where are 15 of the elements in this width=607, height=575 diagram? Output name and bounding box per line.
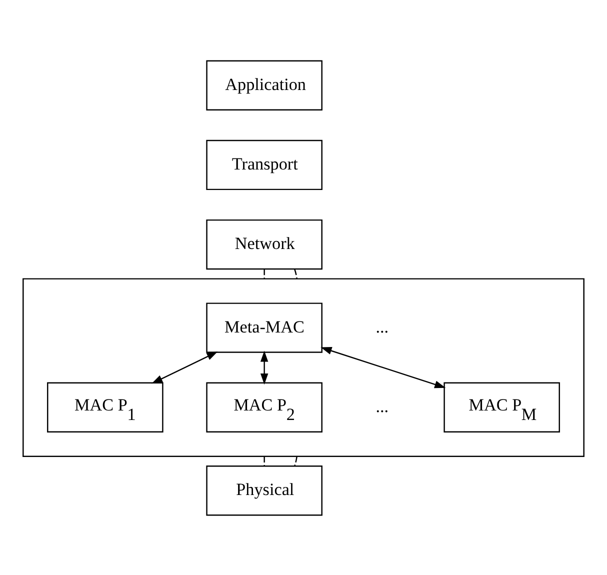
cluster [22, 278, 584, 456]
node-box: Physical [206, 465, 322, 516]
connector [264, 456, 265, 466]
connector [294, 268, 298, 278]
arrow [320, 346, 446, 388]
arrow [260, 350, 268, 384]
connector [264, 268, 265, 278]
label: ... [376, 316, 389, 336]
node-box: Application [206, 60, 322, 110]
node-box: Meta-MAC [206, 302, 322, 352]
connector [294, 456, 298, 466]
node-box: Transport [206, 139, 322, 190]
node-box: Network [206, 218, 322, 270]
arrow [152, 351, 218, 384]
label: ... [376, 396, 389, 416]
